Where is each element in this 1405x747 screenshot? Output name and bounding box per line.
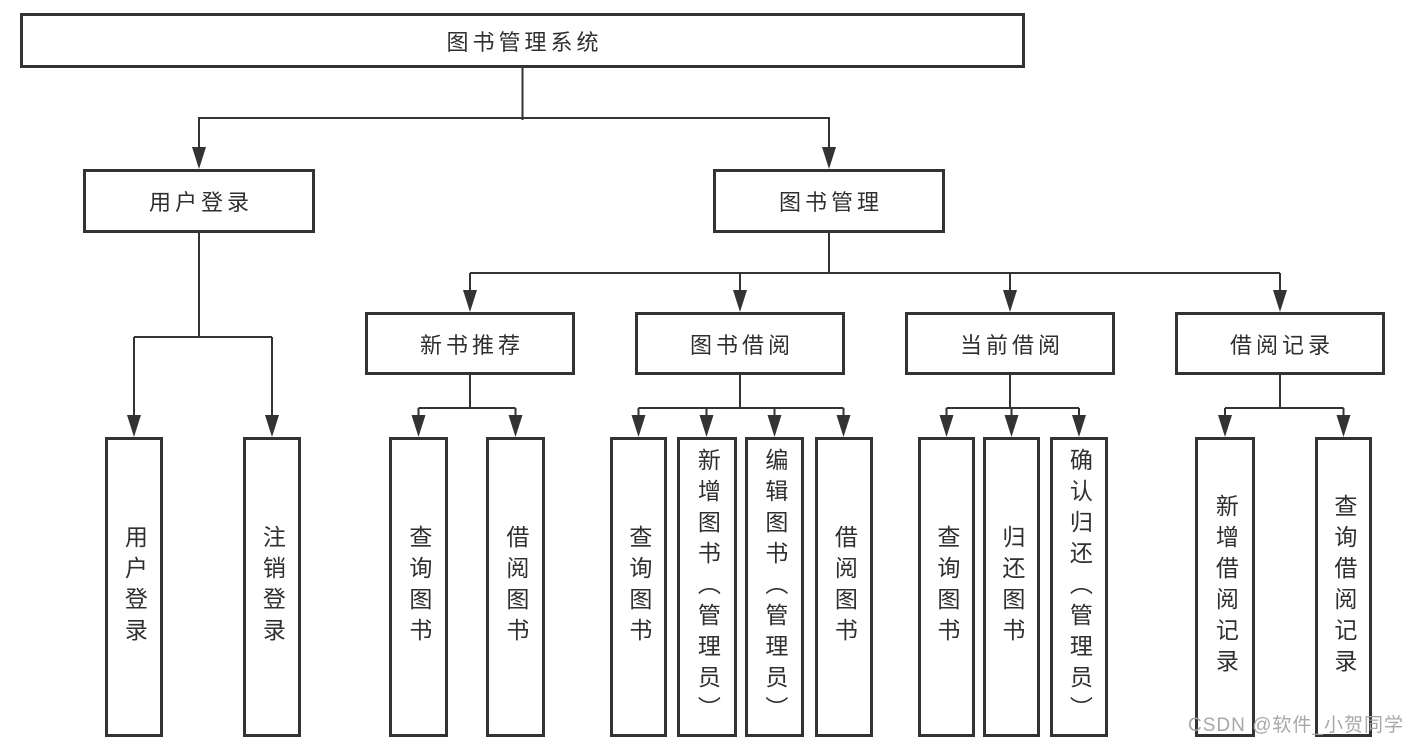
- node-book-borrowing: 图书借阅: [635, 312, 845, 375]
- node-root-label: 图书管理系统: [446, 29, 603, 55]
- node-book-management-label: 图书管理: [778, 190, 883, 215]
- node-nb-borrow-books-label: 借阅图书: [502, 525, 529, 649]
- node-bb-borrow-books: 借阅图书: [815, 437, 873, 737]
- csdn-watermark: CSDN @软件_小贺同学: [1188, 715, 1404, 736]
- node-current-borrowing: 当前借阅: [905, 312, 1115, 375]
- node-cb-query-books: 查询图书: [918, 437, 975, 737]
- node-logout-action: 注销登录: [243, 437, 301, 737]
- node-user-login-action-label: 用户登录: [121, 525, 148, 649]
- node-bb-query-books-label: 查询图书: [625, 525, 652, 649]
- node-borrow-records: 借阅记录: [1175, 312, 1385, 375]
- node-cb-confirm-return-admin-label: 确认归还（管理员）: [1066, 447, 1093, 727]
- node-user-login-action: 用户登录: [105, 437, 163, 737]
- node-borrow-records-label: 借阅记录: [1229, 332, 1334, 358]
- node-bb-borrow-books-label: 借阅图书: [831, 525, 858, 649]
- node-cb-return-books: 归还图书: [983, 437, 1040, 737]
- node-new-book-recommend-label: 新书推荐: [419, 332, 524, 358]
- node-bb-query-books: 查询图书: [610, 437, 667, 737]
- node-nb-query-books: 查询图书: [389, 437, 448, 737]
- node-cb-return-books-label: 归还图书: [998, 525, 1025, 649]
- node-nb-borrow-books: 借阅图书: [486, 437, 545, 737]
- node-br-add-record-label: 新增借阅记录: [1212, 494, 1239, 680]
- node-cb-confirm-return-admin: 确认归还（管理员）: [1050, 437, 1108, 737]
- node-bb-edit-books-admin: 编辑图书（管理员）: [745, 437, 804, 737]
- node-nb-query-books-label: 查询图书: [405, 525, 432, 649]
- node-br-add-record: 新增借阅记录: [1195, 437, 1255, 737]
- node-bb-edit-books-admin-label: 编辑图书（管理员）: [761, 447, 788, 727]
- node-user-login-label: 用户登录: [148, 190, 253, 215]
- node-user-login: 用户登录: [83, 169, 315, 233]
- node-book-borrowing-label: 图书借阅: [689, 332, 794, 358]
- node-bb-add-books-admin-label: 新增图书（管理员）: [694, 447, 721, 727]
- node-new-book-recommend: 新书推荐: [365, 312, 575, 375]
- node-br-query-record-label: 查询借阅记录: [1330, 494, 1357, 680]
- node-current-borrowing-label: 当前借阅: [959, 332, 1064, 358]
- node-book-management: 图书管理: [713, 169, 945, 233]
- node-cb-query-books-label: 查询图书: [933, 525, 960, 649]
- node-br-query-record: 查询借阅记录: [1315, 437, 1372, 737]
- node-logout-action-label: 注销登录: [259, 525, 286, 649]
- node-bb-add-books-admin: 新增图书（管理员）: [677, 437, 737, 737]
- node-root-system: 图书管理系统: [20, 13, 1025, 68]
- arrowheads: [127, 147, 1351, 437]
